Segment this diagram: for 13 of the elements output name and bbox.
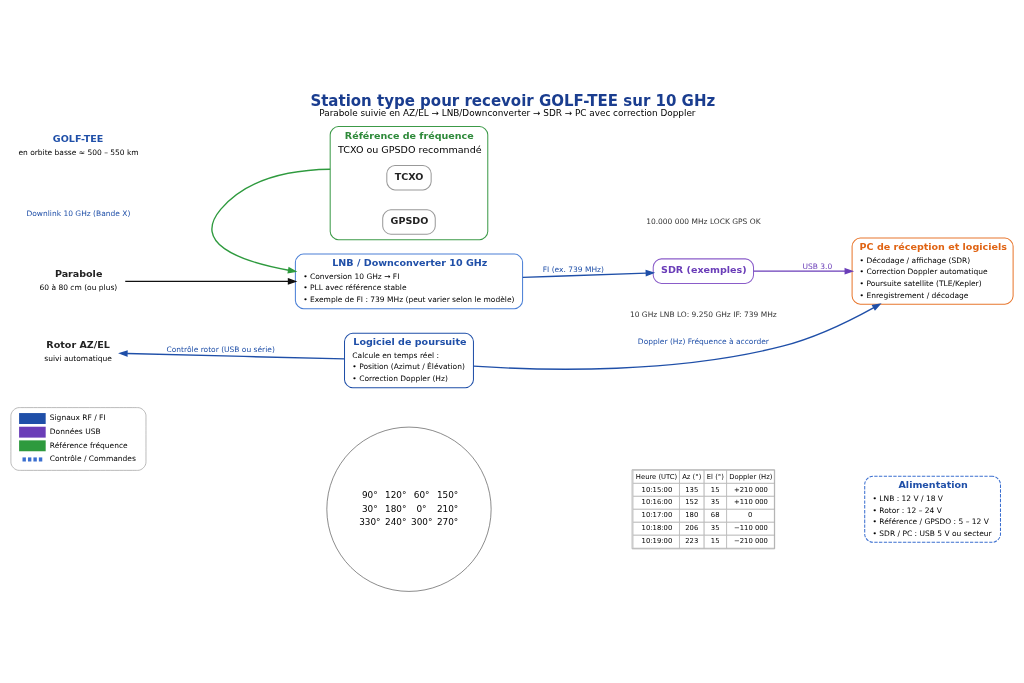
- label: 180°: [385, 503, 407, 514]
- label: 150°: [436, 489, 459, 500]
- label: 120°: [385, 489, 407, 500]
- label: 330°: [359, 517, 381, 528]
- diagram-title: Station type pour recevoir GOLF-TEE sur 10 GHz: [310, 91, 716, 110]
- label: 300°: [411, 517, 433, 528]
- label: 60°: [413, 489, 430, 500]
- label: 30°: [361, 503, 378, 514]
- label: 90°: [361, 489, 378, 500]
- label: 210°: [436, 503, 459, 514]
- label: 240°: [385, 517, 407, 528]
- label: 0°: [416, 503, 427, 514]
- label: 270°: [436, 517, 459, 528]
